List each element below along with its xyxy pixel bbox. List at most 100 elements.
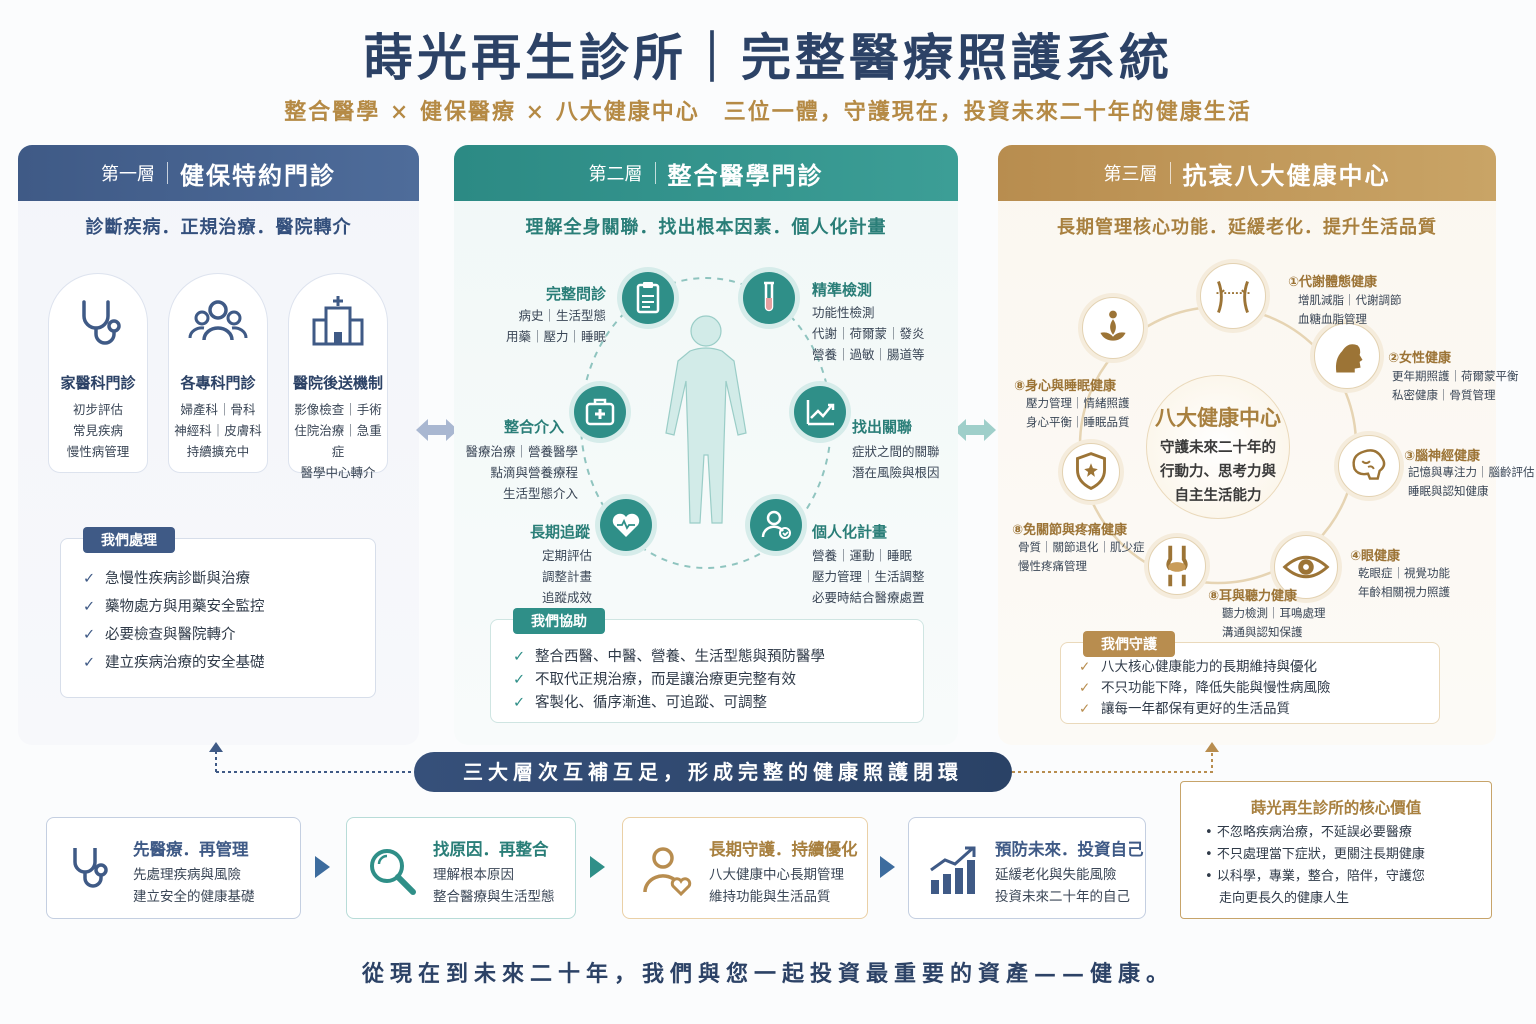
layer2-header: 第二層 整合醫學門診 [454, 145, 958, 201]
brain-icon [1338, 435, 1400, 497]
layer2-panel: 第二層 整合醫學門診 理解全身關聯．找出根本因素．個人化計畫 完整問診 病史｜生… [454, 145, 958, 745]
eye-icon [1274, 535, 1338, 599]
layer2-assist-box: 我們協助 ✓整合西醫、中醫、營養、生活型態與預防醫學 ✓不取代正規治療，而是讓治… [490, 608, 924, 723]
center-ear-line: 聽力檢測｜耳鳴處理 [1222, 606, 1326, 620]
layer2-tagline: 理解全身關聯．找出根本因素．個人化計畫 [525, 217, 887, 238]
trend-chart-icon [794, 386, 846, 438]
divider [654, 162, 656, 184]
center-women-title: ②女性健康 [1388, 351, 1452, 366]
page-subtitle: 整合醫學 × 健保醫療 × 八大健康中心 三位一體，守護現在，投資未來二十年的健… [284, 99, 1252, 125]
card-title: 各專科門診 [180, 374, 256, 392]
layer3-header: 第三層 抗衰八大健康中心 [998, 145, 1496, 201]
step-card: 找原因．再整合 理解根本原因 整合醫療與生活型態 [346, 817, 576, 919]
step-line: 先處理疾病與風險 [133, 867, 241, 883]
center-line: 守護未來二十年的 [1160, 440, 1276, 456]
list-item: ✓藥物處方與用藥安全監控 [83, 593, 265, 621]
list-item: ✓客製化、循序漸進、可追蹤、可調整 [513, 692, 825, 715]
step-title: 長期守護．持續優化 [709, 840, 858, 859]
testing-line: 功能性檢測 [812, 305, 875, 320]
list-item: ✓建立疾病治療的安全基礎 [83, 649, 265, 677]
list-item: ✓八大核心健康能力的長期維持與優化 [1079, 657, 1331, 678]
stethoscope-icon [73, 848, 108, 888]
center-joint-line: 慢性疼痛管理 [1018, 559, 1087, 573]
step-line: 建立安全的健康基礎 [133, 889, 255, 905]
center-brain-title: ③腦神經健康 [1404, 449, 1481, 464]
person-plan-icon [750, 499, 802, 551]
shield-icon [1062, 443, 1120, 501]
check-icon: ✓ [513, 695, 526, 711]
plan-line: 必要時結合醫療處置 [812, 590, 925, 605]
links-title: 找出關聯 [852, 418, 913, 436]
check-icon: ✓ [83, 627, 96, 643]
lotus-meditation-icon [1082, 297, 1144, 359]
tracking-title: 長期追蹤 [530, 523, 591, 541]
layer1-name: 健保特約門診 [180, 160, 336, 190]
plan-line: 壓力管理｜生活調整 [812, 569, 925, 584]
card-line: 住院治療｜急重症 [294, 423, 382, 459]
layer1-tagline: 診斷疾病．正規治療．醫院轉介 [85, 217, 352, 238]
list-item: ✓急慢性疾病診斷與治療 [83, 565, 265, 593]
center-eye-title: ④眼健康 [1350, 549, 1401, 564]
tracking-line: 定期評估 [541, 548, 592, 563]
tracking-line: 調整計畫 [541, 569, 592, 584]
step-title: 找原因．再整合 [433, 840, 549, 859]
layer3-guard-box: 我們守護 ✓八大核心健康能力的長期維持與優化 ✓不只功能下降，降低失能與慢性病風… [1060, 631, 1440, 724]
card-line: 常見疾病 [72, 423, 123, 438]
check-icon: ✓ [1079, 701, 1091, 717]
layer1-level: 第一層 [101, 164, 155, 185]
list-item: ✓不取代正規治療，而是讓治療更完整有效 [513, 669, 825, 692]
loop-banner: 三大層次互補互足，形成完整的健康照護閉環 [414, 752, 1012, 792]
card-title: 家醫科門診 [60, 374, 136, 392]
center-title: 八大健康中心 [1155, 405, 1281, 430]
box-title: 我們處理 [83, 527, 175, 553]
tracking-line: 追蹤成效 [541, 590, 592, 605]
center-eye-line: 年齡相關視力照護 [1358, 585, 1450, 599]
divider [167, 162, 168, 184]
team-icon [188, 300, 248, 341]
center-joint-line: 骨質｜關節退化｜肌少症 [1018, 540, 1145, 554]
history-title: 完整問診 [545, 285, 606, 303]
step-title: 先醫療．再管理 [133, 840, 249, 859]
bullet-icon: • [1205, 825, 1217, 840]
center-women-line: 私密健康｜骨質管理 [1392, 388, 1496, 402]
center-mind-title: ⑧身心與睡眠健康 [1014, 379, 1117, 394]
center-line: 自主生活能力 [1174, 488, 1262, 504]
center-mind-line: 壓力管理｜情緒照護 [1026, 396, 1130, 410]
arrow-right-icon [590, 856, 605, 878]
center-brain-line: 睡眠與認知健康 [1408, 484, 1489, 498]
step-line: 理解根本原因 [433, 867, 514, 883]
check-icon: ✓ [513, 649, 526, 665]
list-item: ✓不只功能下降，降低失能與慢性病風險 [1079, 678, 1331, 699]
list-item: ✓必要檢查與醫院轉介 [83, 621, 265, 649]
list-item: 走向更長久的健康人生 [1219, 891, 1350, 906]
magnifier-icon [370, 849, 416, 895]
plan-title: 個人化計畫 [812, 523, 888, 541]
step-line: 八大健康中心長期管理 [709, 867, 844, 883]
bullet-icon: • [1205, 869, 1217, 884]
core-values-title: 蒔光再生診所的核心價值 [1250, 798, 1422, 817]
knee-joint-icon [1148, 537, 1206, 595]
step-card: 預防未來．投資自己 延緩老化與失能風險 投資未來二十年的自己 [908, 817, 1146, 919]
center-metabolic-title: ①代謝體態健康 [1288, 275, 1378, 290]
intervention-line: 生活型態介入 [502, 486, 578, 501]
card-line: 持續擴充中 [186, 444, 250, 459]
step-line: 延緩老化與失能風險 [995, 867, 1117, 883]
layer1-panel: 第一層 健保特約門診 診斷疾病．正規治療．醫院轉介 家醫科門診 初步評估 常見疾… [18, 145, 419, 745]
layer1-handles-box: 我們處理 ✓急慢性疾病診斷與治療 ✓藥物處方與用藥安全監控 ✓必要檢查與醫院轉介… [60, 527, 376, 698]
center-metabolic-line: 血糖血脂管理 [1298, 312, 1367, 326]
waist-icon [1200, 263, 1266, 329]
double-arrow-icon [954, 419, 996, 441]
loop-connector [209, 742, 1219, 773]
layer2-name: 整合醫學門診 [667, 160, 824, 190]
layer3-panel: 第三層 抗衰八大健康中心 長期管理核心功能．延緩老化．提升生活品質 八大健康中心… [998, 145, 1535, 745]
center-joint-title: ⑧免關節與疼痛健康 [1012, 523, 1128, 538]
history-line: 用藥｜壓力｜睡眠 [505, 329, 606, 344]
layer3-tagline: 長期管理核心功能．延緩老化．提升生活品質 [1057, 217, 1437, 238]
box-title: 我們守護 [1083, 631, 1175, 657]
layer3-name: 抗衰八大健康中心 [1182, 160, 1391, 190]
layer3-level: 第三層 [1103, 164, 1158, 185]
step-line: 整合醫療與生活型態 [433, 889, 555, 905]
testing-line: 營養｜過敏｜腸道等 [812, 347, 925, 362]
hospital-icon [312, 296, 364, 346]
card-line: 慢性病管理 [66, 444, 130, 459]
